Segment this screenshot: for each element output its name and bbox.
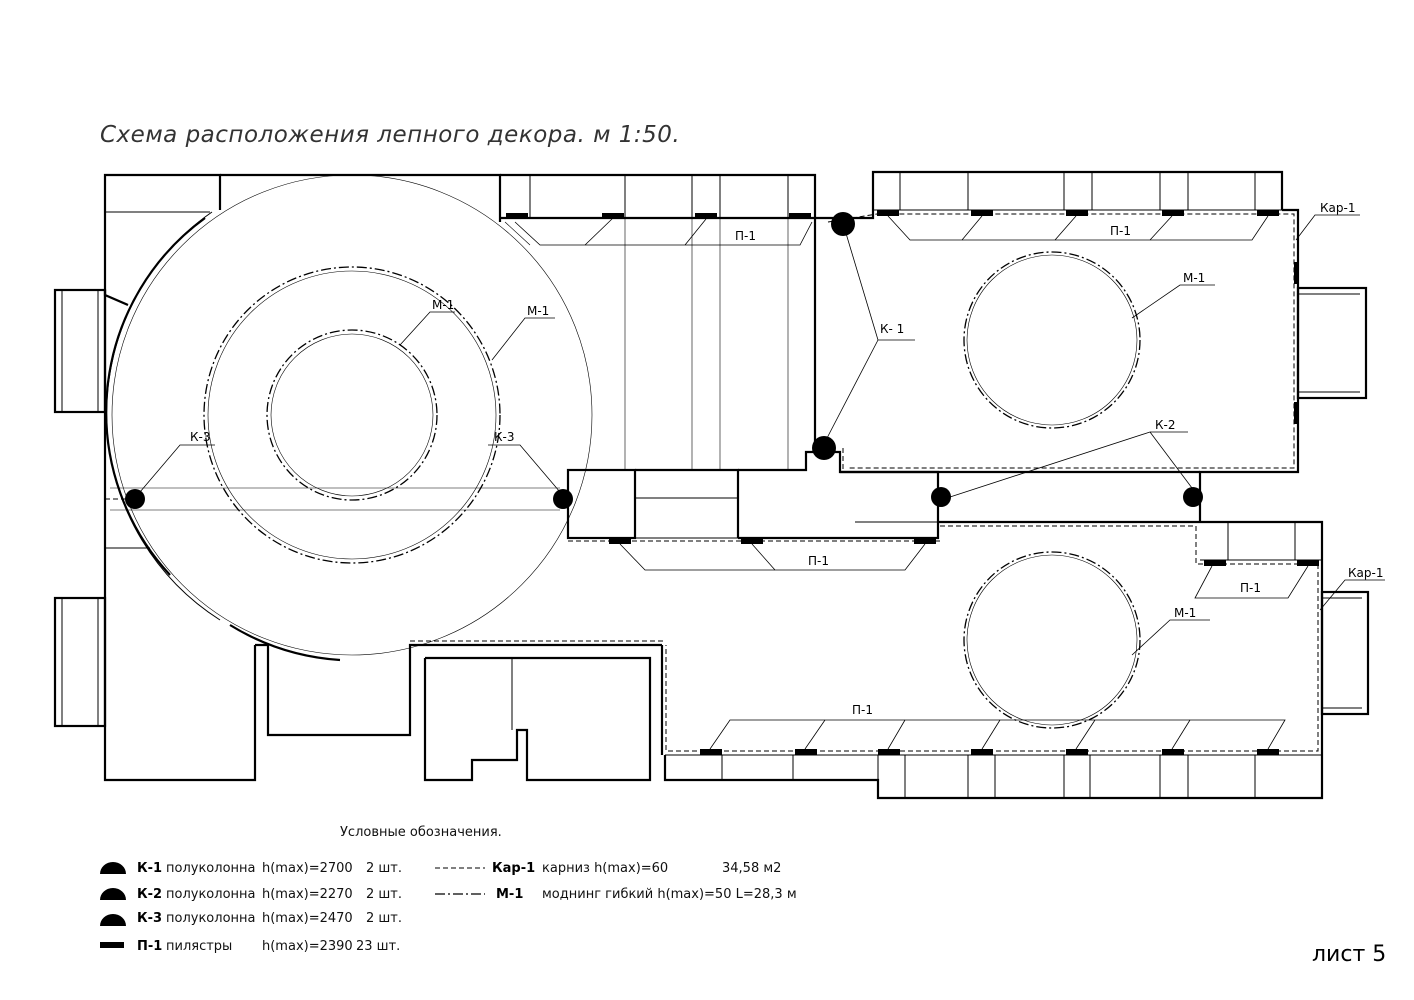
legend-desc-p1: пилястры [166, 939, 232, 954]
corridor [500, 173, 1203, 571]
label-p1-top-mid: П-1 [735, 229, 756, 243]
legend-code-m1: М-1 [496, 887, 523, 902]
pilaster-symbol-icon [100, 942, 124, 948]
legend-desc-kar1: карниз h(max)=60 [542, 861, 668, 876]
k3-column-right [553, 489, 573, 509]
label-p1-bottom: П-1 [852, 703, 873, 717]
legend-code-k1: К-1 [137, 861, 162, 876]
window-left-top [53, 288, 107, 414]
k3-column-left [125, 489, 145, 509]
m1-inner-ring [266, 329, 438, 501]
legend-code-k3: К-3 [137, 911, 162, 926]
right-top-room [815, 170, 1368, 522]
label-k2: К-2 [1155, 418, 1175, 432]
legend-extra-kar1: 34,58 м2 [722, 861, 781, 876]
label-m1-right-top: М-1 [1183, 271, 1205, 285]
kar1-cornice-top [827, 213, 1295, 469]
m1-outer-ring [203, 266, 501, 564]
k2-column-right [1183, 487, 1203, 507]
sheet-number: лист 5 [1312, 942, 1386, 967]
legend-desc-m1: моднинг гибкий h(max)=50 L=28,3 м [542, 887, 797, 902]
plan-labels: М-1 М-1 К-3 К-3 П-1 П-1 К- 1 К-2 М-1 Кар… [190, 201, 1383, 717]
semicolumn-symbol-icon [100, 914, 126, 926]
semicolumn-symbol-icon [100, 888, 126, 900]
label-p1-top-right: П-1 [1110, 224, 1131, 238]
legend-qty-k2: 2 шт. [366, 887, 402, 902]
label-k3-left: К-3 [190, 430, 210, 444]
legend-h-k1: h(max)=2700 [262, 861, 353, 876]
legend-h-p1: h(max)=2390 [262, 939, 353, 954]
label-m1-right-bottom: М-1 [1174, 606, 1196, 620]
label-leaders [139, 214, 1385, 656]
legend-qty-k1: 2 шт. [366, 861, 402, 876]
label-k3-right: К-3 [494, 430, 514, 444]
legend: Условные обозначения. К-1 полуколонна h(… [100, 825, 797, 954]
legend-code-p1: П-1 [137, 939, 162, 954]
drawing-title: Схема расположения лепного декора. м 1:5… [100, 122, 680, 148]
k1-column-bottom [812, 436, 836, 460]
rotunda-room [53, 173, 665, 782]
k1-column-top [831, 212, 855, 236]
label-m1-outer: М-1 [527, 304, 549, 318]
legend-desc-k2: полуколонна [166, 887, 256, 902]
m1-right-top-ring [963, 251, 1141, 429]
label-p1-right-small: П-1 [1240, 581, 1261, 595]
legend-desc-k3: полуколонна [166, 911, 256, 926]
legend-heading: Условные обозначения. [340, 825, 502, 840]
label-p1-center: П-1 [808, 554, 829, 568]
semicolumn-symbol-icon [100, 862, 126, 874]
legend-qty-p1: 23 шт. [356, 939, 400, 954]
label-kar1-right: Кар-1 [1348, 566, 1383, 580]
label-kar1-top: Кар-1 [1320, 201, 1355, 215]
legend-h-k3: h(max)=2470 [262, 911, 353, 926]
legend-qty-k3: 2 шт. [366, 911, 402, 926]
legend-code-k2: К-2 [137, 887, 162, 902]
right-bottom-room [660, 520, 1370, 800]
label-k1: К- 1 [880, 322, 904, 336]
label-m1-inner: М-1 [432, 298, 454, 312]
legend-h-k2: h(max)=2270 [262, 887, 353, 902]
k2-column-left [931, 487, 951, 507]
legend-code-kar1: Кар-1 [492, 861, 535, 876]
legend-desc-k1: полуколонна [166, 861, 256, 876]
m1-right-bottom-ring [963, 551, 1141, 729]
